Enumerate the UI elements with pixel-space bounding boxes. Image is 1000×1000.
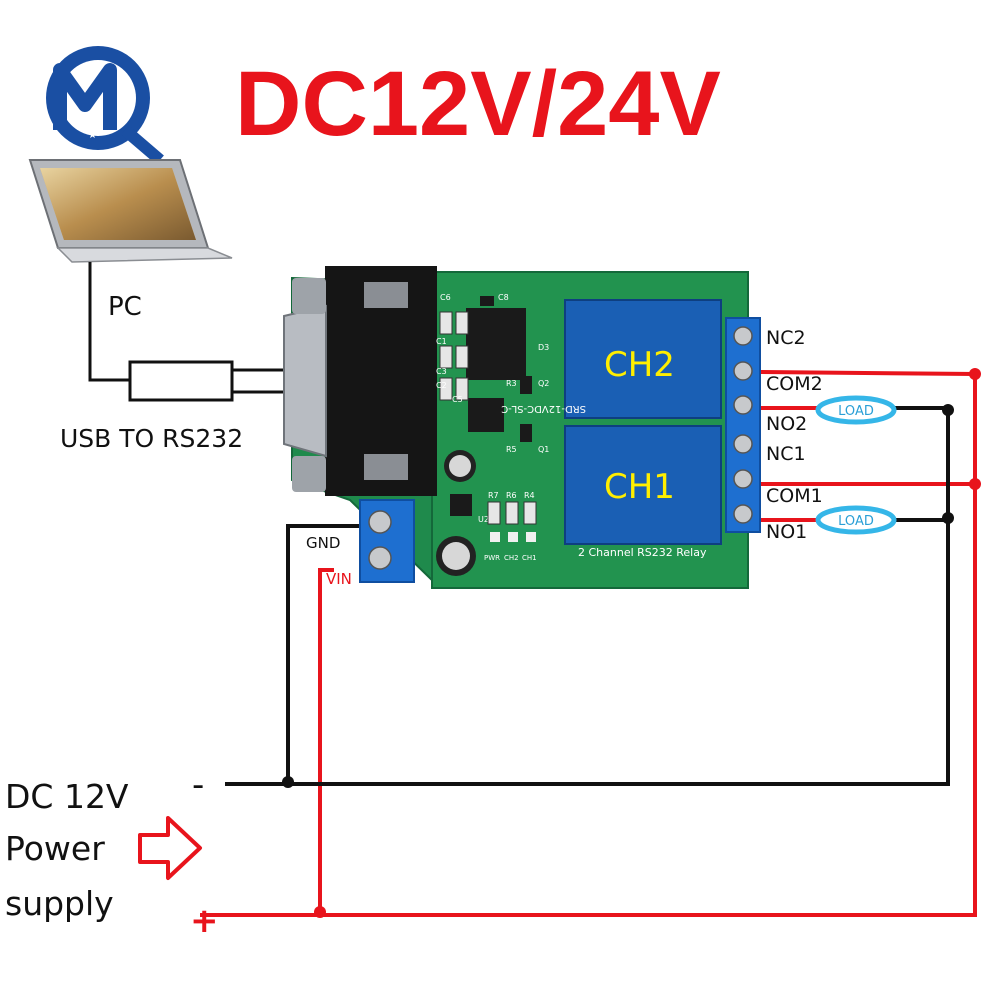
laptop-icon: [28, 159, 233, 263]
gnd-label: GND: [306, 534, 340, 552]
svg-text:★: ★: [76, 117, 87, 131]
usb-cable: [88, 262, 296, 402]
junction-dot: [942, 404, 954, 416]
terminal-label-no1: NO1: [766, 521, 807, 543]
board-name: 2 Channel RS232 Relay: [578, 546, 707, 559]
black-wires: [225, 406, 950, 786]
junction-dot: [942, 512, 954, 524]
junction-dot: [969, 478, 981, 490]
brand-logo: ★ ★: [46, 46, 164, 165]
svg-text:C2: C2: [436, 381, 447, 390]
svg-text:PWR: PWR: [484, 554, 500, 562]
svg-text:CH1: CH1: [522, 554, 537, 562]
capacitor: [444, 450, 476, 482]
ic-chip: [468, 398, 504, 432]
junction-dot: [969, 368, 981, 380]
svg-text:Q1: Q1: [538, 445, 549, 454]
terminal-label-com1: COM1: [766, 485, 823, 507]
vin-label: VIN: [326, 570, 352, 588]
relay-board: C6 C8 C1 C2 C3 C5 R3 R5 Q2 Q1 D3 U2 R7 R…: [283, 266, 761, 589]
svg-text:U2: U2: [478, 515, 489, 524]
title: DC12V/24V: [235, 53, 721, 155]
svg-text:LOAD: LOAD: [838, 404, 874, 419]
usb-label: USB TO RS232: [60, 424, 243, 453]
junction-dot: [282, 776, 294, 788]
svg-text:SRD-12VDC-SL-C: SRD-12VDC-SL-C: [501, 403, 586, 414]
svg-text:★: ★: [88, 130, 97, 141]
power-supply-line2: Power: [5, 829, 105, 868]
db9-connector: [283, 266, 437, 496]
terminal-label-nc2: NC2: [766, 327, 806, 349]
ch1-label: CH1: [604, 467, 675, 507]
svg-text:CH2: CH2: [504, 554, 519, 562]
svg-text:Q2: Q2: [538, 379, 549, 388]
relay-ch1: [564, 425, 722, 545]
svg-text:R7: R7: [488, 491, 499, 500]
terminal-label-com2: COM2: [766, 373, 823, 395]
svg-text:C3: C3: [436, 367, 447, 376]
power-supply-line1: DC 12V: [5, 777, 129, 816]
arrow-right-icon: [138, 816, 202, 880]
svg-text:C6: C6: [440, 293, 451, 302]
svg-text:R5: R5: [506, 445, 517, 454]
relay-ch2: SRD-12VDC-SL-C: [501, 299, 722, 419]
load-2: LOAD: [815, 505, 897, 535]
pc-label: PC: [108, 292, 142, 322]
minus-sign: -: [192, 765, 204, 805]
terminal-label-no2: NO2: [766, 413, 807, 435]
load-1: LOAD: [815, 395, 897, 425]
svg-text:R6: R6: [506, 491, 517, 500]
ic-chip: [466, 308, 526, 380]
svg-text:C5: C5: [452, 395, 463, 404]
svg-text:C8: C8: [498, 293, 509, 302]
power-terminal-block: [359, 499, 415, 583]
relay-terminal-block: [725, 317, 761, 533]
svg-text:C1: C1: [436, 337, 447, 346]
power-supply-line3: supply: [5, 884, 114, 923]
plus-sign: +: [190, 901, 219, 941]
junction-dot: [314, 906, 326, 918]
ch2-label: CH2: [604, 345, 675, 385]
capacitor: [436, 536, 476, 576]
red-wires: [200, 370, 977, 917]
svg-text:D3: D3: [538, 343, 549, 352]
terminal-label-nc1: NC1: [766, 443, 806, 465]
svg-text:R4: R4: [524, 491, 535, 500]
svg-text:R3: R3: [506, 379, 517, 388]
svg-text:LOAD: LOAD: [838, 514, 874, 529]
